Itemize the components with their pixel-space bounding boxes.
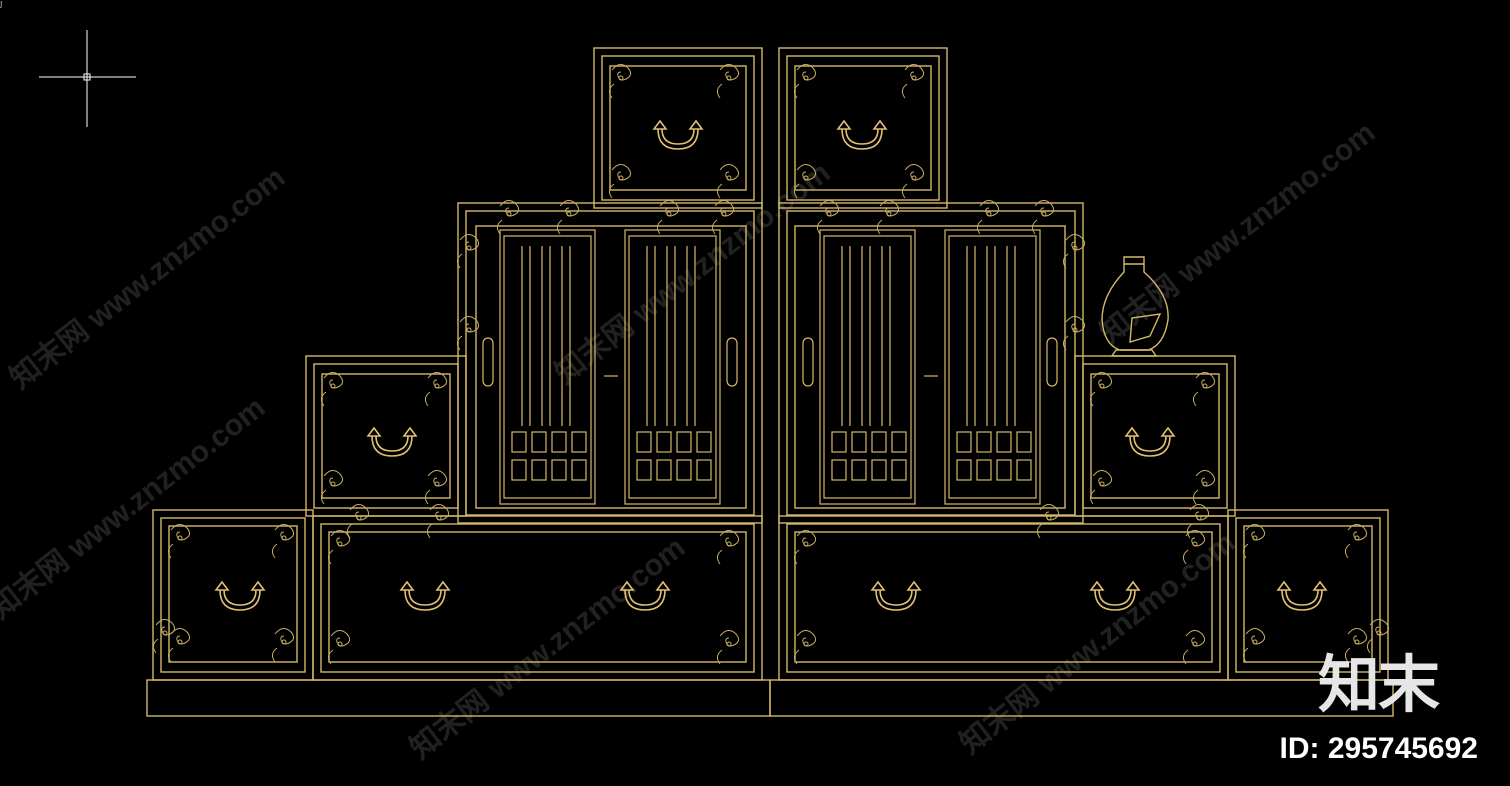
corner-tab-label: ȷ xyxy=(0,0,3,9)
watermark-text: 知末网 www.znzmo.com xyxy=(404,531,691,766)
watermark-text: 知末网 www.znzmo.com xyxy=(954,526,1241,761)
watermark-text: 知末网 www.znzmo.com xyxy=(0,391,271,626)
vase-decor-icon xyxy=(1101,256,1169,357)
cabinet-elevation-drawing xyxy=(146,47,1394,717)
sliding-door-panel xyxy=(482,229,738,505)
watermark-text: 知末网 www.znzmo.com xyxy=(549,156,836,391)
bottom-drawer-right xyxy=(778,515,1229,681)
watermark-text: 知末网 www.znzmo.com xyxy=(1094,116,1381,351)
brand-logo: 知末 xyxy=(1317,648,1440,721)
mid-box-right xyxy=(1074,355,1236,517)
bottom-box-right xyxy=(1227,509,1389,681)
top-box-left xyxy=(593,47,763,209)
top-box-right xyxy=(778,47,948,209)
cad-crosshair-cursor-icon xyxy=(39,30,136,127)
base-plinth-right xyxy=(769,679,1394,717)
mid-box-left xyxy=(305,355,467,517)
sliding-door-panel xyxy=(802,229,1058,505)
image-id-label: ID: 295745692 xyxy=(1279,732,1479,765)
watermark-text: 知末网 www.znzmo.com xyxy=(4,161,291,396)
bottom-drawer-left xyxy=(312,515,763,681)
